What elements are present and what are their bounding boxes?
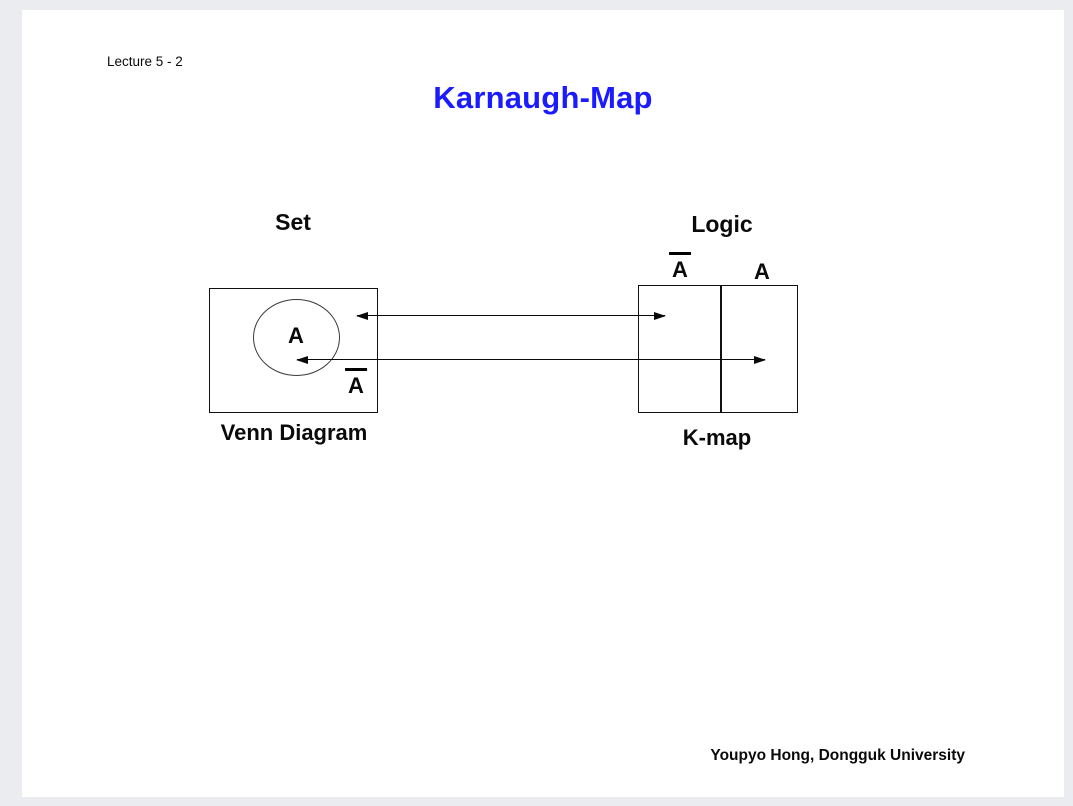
venn-complement-label: A xyxy=(345,368,367,397)
kmap-caption: K-map xyxy=(682,425,752,450)
kmap-column-label-not-a: A xyxy=(669,252,691,281)
kmap-rectangle xyxy=(638,285,798,413)
lecture-number-label: Lecture 5 - 2 xyxy=(107,54,183,69)
not-a-overline-label: A xyxy=(345,368,367,397)
double-arrow-connector-top xyxy=(356,311,666,320)
set-heading: Set xyxy=(275,209,311,235)
author-credit: Youpyo Hong, Dongguk University xyxy=(710,747,965,764)
venn-set-a-label: A xyxy=(288,323,304,348)
logic-heading: Logic xyxy=(691,211,753,237)
kmap-cell-divider xyxy=(720,286,722,412)
slide-page: Lecture 5 - 2 Karnaugh-Map Set Logic A A… xyxy=(22,10,1064,797)
venn-set-circle xyxy=(253,299,340,376)
double-arrow-connector-bottom xyxy=(296,355,766,364)
venn-diagram-caption: Venn Diagram xyxy=(220,420,368,445)
not-a-overline-label: A xyxy=(669,252,691,281)
kmap-column-label-a: A xyxy=(754,259,770,284)
venn-rectangle: A A xyxy=(209,288,378,413)
slide-title: Karnaugh-Map xyxy=(433,80,653,115)
